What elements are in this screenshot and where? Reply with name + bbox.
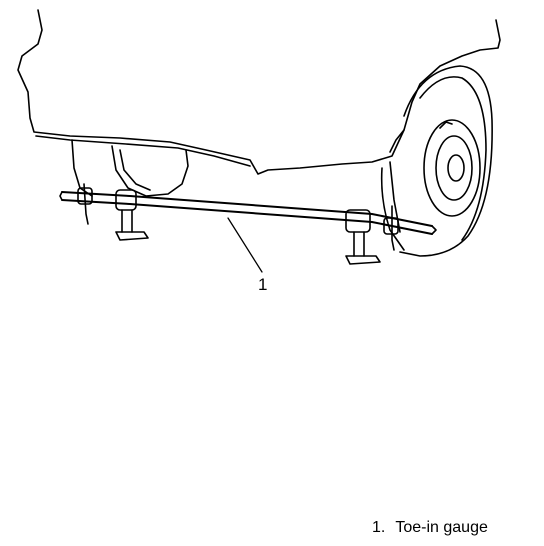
legend-item-number: 1. (372, 519, 386, 536)
callout-leader-line (227, 217, 263, 273)
legend: 1. Toe-in gauge (372, 520, 488, 536)
bumper-corner (389, 129, 405, 153)
legend-item-label: Toe-in gauge (395, 519, 488, 536)
far-wheel (71, 139, 189, 197)
vehicle-body-outline (17, 9, 501, 175)
callout-number-1: 1 (258, 275, 268, 294)
vehicle-body-edge (35, 135, 251, 167)
toe-in-gauge (59, 183, 437, 265)
